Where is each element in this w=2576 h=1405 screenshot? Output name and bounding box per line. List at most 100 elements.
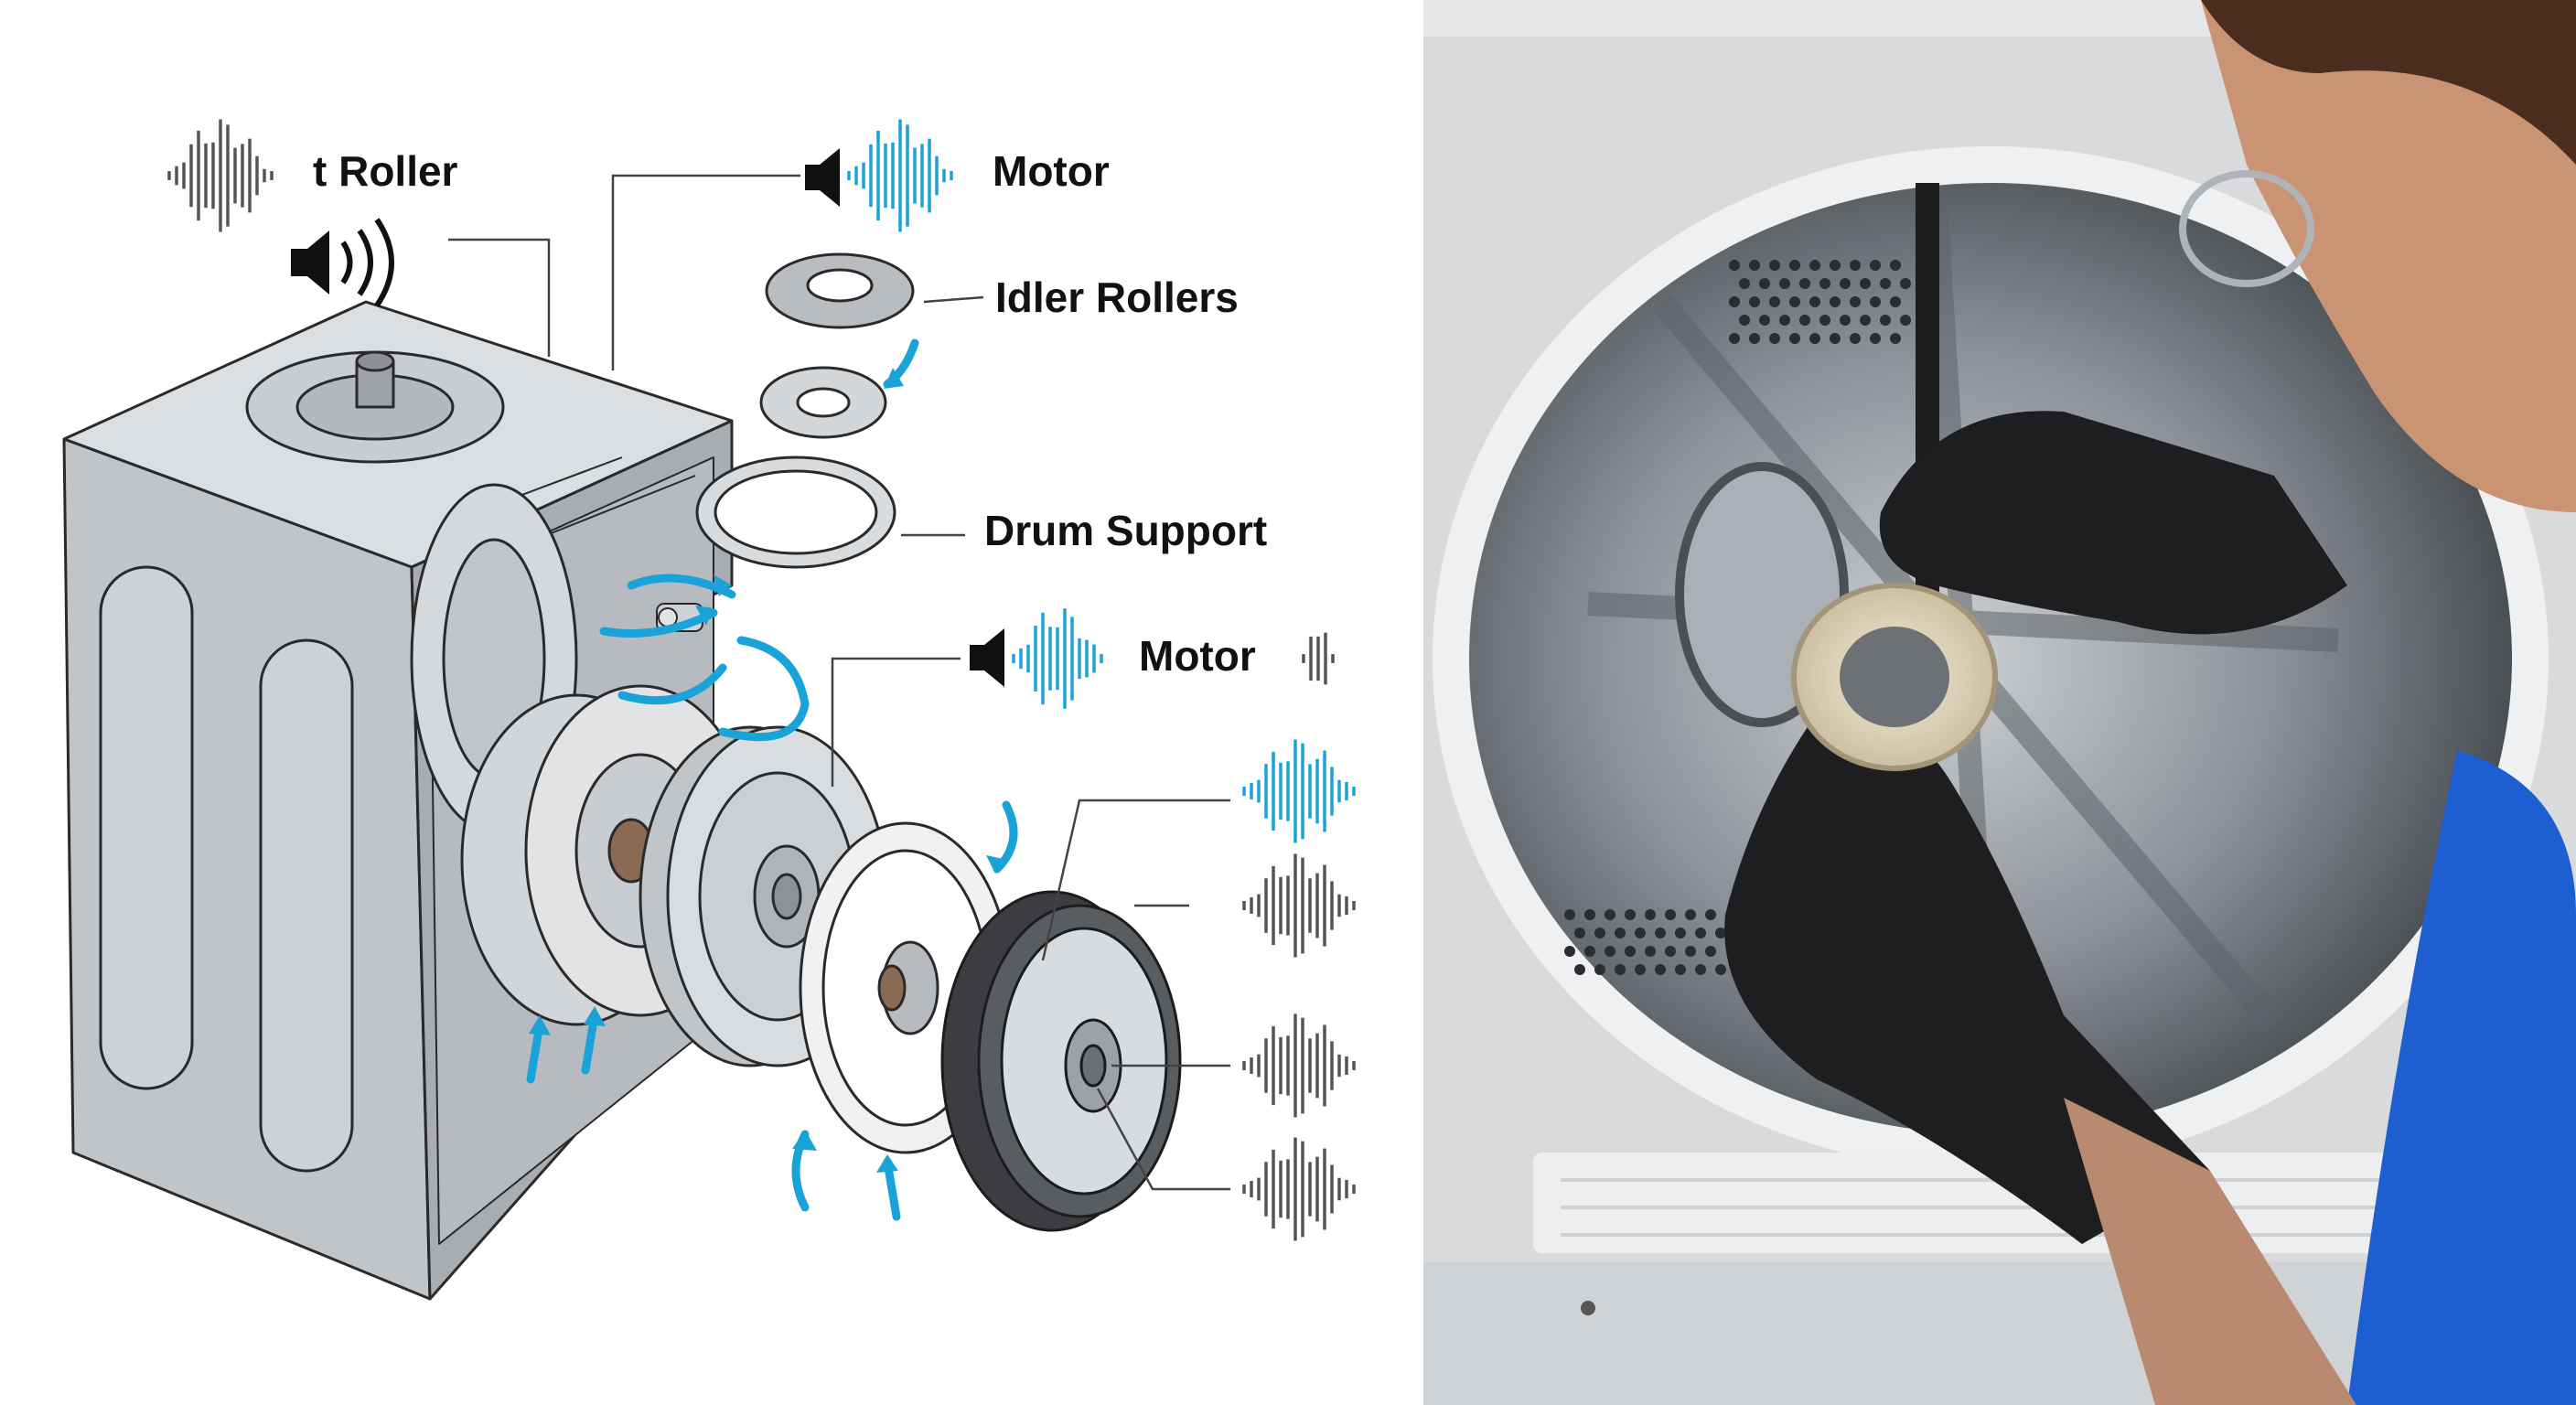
- perforation-dot: [1769, 333, 1780, 344]
- exploded-diagram-panel: t Roller Motor Idler Rollers Drum Suppor…: [62, 119, 1356, 1301]
- perforation-dot: [1705, 946, 1716, 957]
- perforation-dot: [1870, 333, 1881, 344]
- perforation-dot: [1605, 946, 1615, 957]
- exploded-diagram: [62, 119, 1356, 1301]
- airflow-arrowheads: [529, 368, 1008, 1173]
- photo-illustration: [1423, 0, 2576, 1405]
- perforation-dot: [1675, 964, 1686, 975]
- sound-waves-icon: [1242, 1137, 1356, 1241]
- perforation-dot: [1749, 296, 1760, 307]
- leader-lines: [448, 174, 1230, 1191]
- drum-perforations: [1564, 260, 1911, 975]
- perforation-dot: [1665, 946, 1676, 957]
- sound-waves-icon: [1012, 608, 1103, 709]
- label-belt-roller: t Roller: [313, 147, 458, 195]
- drum-roller-wheel: [940, 890, 1182, 1232]
- forearm: [2064, 1098, 2356, 1405]
- perforation-dot: [1685, 946, 1696, 957]
- perforation-dot: [1890, 260, 1901, 271]
- speaker-icon-motor-top: [805, 148, 840, 207]
- perforation-dot: [1840, 278, 1851, 289]
- perforation-dot: [1705, 909, 1716, 920]
- perforation-dot: [1749, 333, 1760, 344]
- perforation-dot: [1809, 333, 1820, 344]
- perforation-dot: [1880, 278, 1891, 289]
- perforation-dot: [1594, 928, 1605, 938]
- perforation-dot: [1635, 964, 1646, 975]
- perforation-dot: [1880, 315, 1891, 326]
- perforation-dot: [1615, 928, 1626, 938]
- perforation-dot: [1890, 296, 1901, 307]
- label-motor-mid: Motor: [1139, 632, 1256, 680]
- perforation-dot: [1830, 296, 1841, 307]
- perforation-dot: [1779, 315, 1790, 326]
- perforation-dot: [1574, 964, 1585, 975]
- technician-face: [2201, 0, 2576, 512]
- perforation-dot: [1769, 296, 1780, 307]
- perforation-dot: [1890, 333, 1901, 344]
- perforation-dot: [1665, 909, 1676, 920]
- perforation-dot: [1584, 946, 1595, 957]
- technician-photo: [1423, 0, 2576, 1405]
- sound-waves-icon: [167, 119, 274, 232]
- idler-roller-parts: [695, 252, 915, 569]
- perforation-dot: [1584, 909, 1595, 920]
- perforation-dot: [1739, 278, 1750, 289]
- sound-waves-icon: [1242, 739, 1356, 843]
- perforation-dot: [1860, 315, 1871, 326]
- perforation-dot: [1635, 928, 1646, 938]
- perforation-dot: [1564, 946, 1575, 957]
- speaker-icon-roller: [291, 218, 394, 307]
- perforation-dot: [1850, 260, 1861, 271]
- perforation-dot: [1789, 296, 1800, 307]
- sound-waves-icon: [1302, 632, 1335, 685]
- perforation-dot: [1695, 964, 1706, 975]
- sound-waves-icon: [167, 119, 1356, 1241]
- perforation-dot: [1900, 278, 1911, 289]
- perforation-dot: [1645, 946, 1656, 957]
- perforation-dot: [1900, 315, 1911, 326]
- perforation-dot: [1850, 296, 1861, 307]
- perforation-dot: [1789, 260, 1800, 271]
- perforation-dot: [1574, 928, 1585, 938]
- perforation-dot: [1799, 315, 1810, 326]
- sound-waves-icon: [847, 119, 953, 232]
- perforation-dot: [1655, 964, 1666, 975]
- speaker-icon-motor-mid: [970, 628, 1004, 687]
- perforation-dot: [1749, 260, 1760, 271]
- label-motor-top: Motor: [993, 147, 1110, 195]
- perforation-dot: [1809, 296, 1820, 307]
- perforation-dot: [1830, 260, 1841, 271]
- perforation-dot: [1729, 260, 1740, 271]
- perforation-dot: [1675, 928, 1686, 938]
- perforation-dot: [1769, 260, 1780, 271]
- perforation-dot: [1819, 315, 1830, 326]
- label-idler-rollers: Idler Rollers: [995, 273, 1239, 321]
- perforation-dot: [1739, 315, 1750, 326]
- perforation-dot: [1840, 315, 1851, 326]
- perforation-dot: [1870, 296, 1881, 307]
- perforation-dot: [1860, 278, 1871, 289]
- technician-hair: [2201, 0, 2576, 165]
- perforation-dot: [1789, 333, 1800, 344]
- perforation-dot: [1685, 909, 1696, 920]
- perforation-dot: [1695, 928, 1706, 938]
- sound-waves-icon: [1242, 1014, 1356, 1118]
- technician-shirt: [2347, 750, 2576, 1405]
- label-drum-support: Drum Support: [984, 507, 1268, 554]
- glasses: [2179, 170, 2314, 287]
- perforation-dot: [1605, 909, 1615, 920]
- perforation-dot: [1819, 278, 1830, 289]
- perforation-dot: [1870, 260, 1881, 271]
- perforation-dot: [1625, 946, 1636, 957]
- perforation-dot: [1850, 333, 1861, 344]
- perforation-dot: [1615, 964, 1626, 975]
- perforation-dot: [1729, 296, 1740, 307]
- perforation-dot: [1759, 315, 1770, 326]
- perforation-dot: [1655, 928, 1666, 938]
- perforation-dot: [1779, 278, 1790, 289]
- perforation-dot: [1729, 333, 1740, 344]
- glove-upper: [1879, 411, 2347, 635]
- perforation-dot: [1759, 278, 1770, 289]
- perforation-dot: [1625, 909, 1636, 920]
